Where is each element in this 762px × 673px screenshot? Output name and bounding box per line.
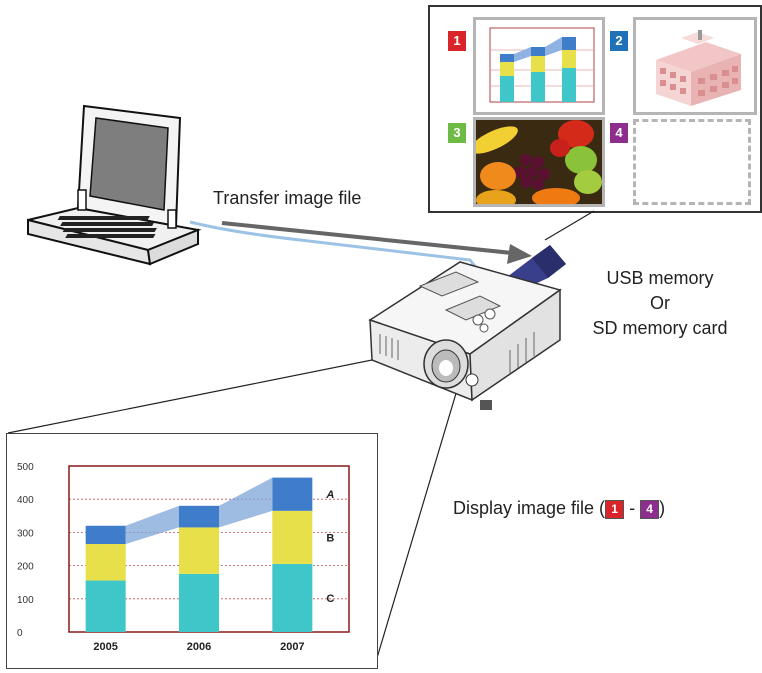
building-icon [656, 30, 741, 106]
display-prefix: Display image file ( [453, 498, 606, 518]
y-tick-label: 500 [17, 462, 34, 473]
usb-memory-label: USB memory Or SD memory card [570, 266, 750, 341]
display-suffix: ) [659, 498, 666, 518]
screen-panel: 1 2 [428, 5, 762, 213]
thumbnail-1-chart [473, 17, 605, 115]
bar-B-2007 [272, 510, 313, 564]
thumbnail-2-building [633, 17, 757, 115]
badge-1: 1 [448, 31, 466, 51]
usb-cable [189, 220, 494, 289]
transfer-label: Transfer image file [213, 188, 362, 208]
series-label-C: C [326, 593, 334, 605]
chart-panel: 0 100 200 300 400 500 2005 2006 2007 C B A [6, 433, 378, 669]
display-label: Display image file (1 - 4) [453, 498, 665, 519]
badge-4: 4 [610, 123, 628, 143]
bar-B-2005 [85, 544, 126, 581]
display-dash: - [624, 498, 641, 518]
bar-C-2006 [179, 573, 219, 632]
y-tick-label: 200 [17, 562, 34, 573]
laptop-icon [27, 104, 202, 266]
bar-C-2007 [272, 563, 313, 632]
series-label-A: A [325, 489, 334, 501]
projector-icon [368, 261, 562, 410]
bar-A-2006 [179, 505, 219, 528]
series-label-B: B [326, 532, 334, 544]
display-badge-4: 4 [640, 499, 660, 519]
thumbnail-3-fruit-photo [473, 117, 605, 207]
transfer-arrow-shaft [221, 221, 513, 255]
series-A-connector [219, 477, 273, 528]
x-tick-label: 2006 [187, 641, 211, 653]
mini-chart-icon [489, 27, 595, 103]
display-badge-1: 1 [605, 499, 625, 519]
bar-C-2005 [85, 580, 126, 632]
y-tick-label: 400 [17, 495, 34, 506]
usb-line-3: SD memory card [592, 318, 728, 338]
projection-line-bottom [373, 379, 461, 669]
usb-line-2: Or [650, 293, 670, 313]
fruit-photo-icon [476, 120, 602, 204]
x-tick-label: 2007 [280, 641, 304, 653]
x-tick-label: 2005 [93, 641, 117, 653]
thumbnail-4-empty [633, 119, 751, 205]
bar-A-2007 [272, 477, 313, 511]
transfer-arrow-head [507, 244, 532, 264]
projection-line-top [7, 347, 433, 434]
y-tick-label: 0 [17, 628, 23, 639]
y-tick-label: 100 [17, 595, 34, 606]
usb-line-1: USB memory [606, 268, 714, 288]
badge-2: 2 [610, 31, 628, 51]
badge-3: 3 [448, 123, 466, 143]
bar-B-2006 [179, 527, 219, 574]
bar-A-2005 [85, 525, 126, 545]
screen-connector-line [544, 210, 595, 241]
stacked-bar-chart: 0 100 200 300 400 500 2005 2006 2007 C B A [17, 462, 350, 653]
series-A-connector [125, 505, 179, 545]
y-tick-label: 300 [17, 528, 34, 539]
